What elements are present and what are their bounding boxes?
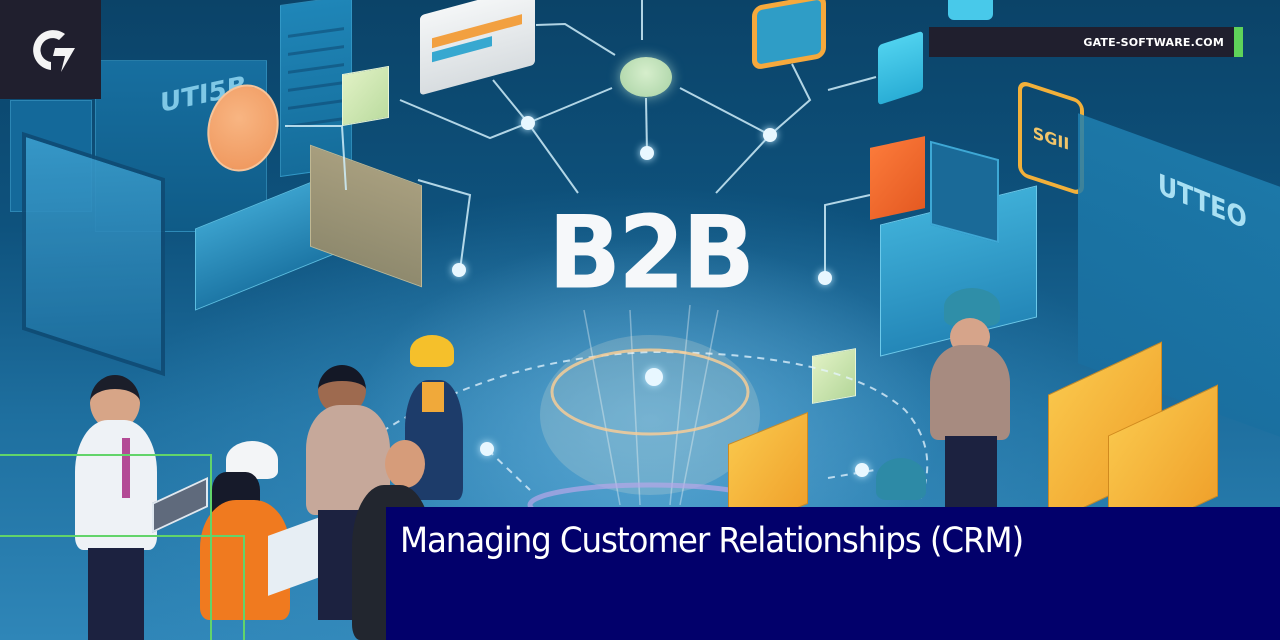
- gate-g-logo-icon: [32, 29, 75, 72]
- hub-disc-icon: [620, 57, 672, 97]
- network-node: [480, 442, 494, 456]
- helmet-yellow: [410, 335, 454, 367]
- person-pants: [945, 436, 997, 511]
- network-node: [452, 263, 466, 277]
- orange-server-box: [870, 136, 925, 220]
- cap-teal: [876, 458, 926, 500]
- outline-top-2: [0, 535, 245, 537]
- network-node: [818, 271, 832, 285]
- person-scarf: [422, 382, 444, 412]
- badge-glyph: SGII: [1032, 122, 1070, 154]
- page-title: Managing Customer Relationships (CRM): [400, 521, 1024, 561]
- outline-right-2: [243, 535, 245, 640]
- site-url-bar[interactable]: GATE-SOFTWARE.COM: [929, 27, 1234, 57]
- person-head: [385, 440, 425, 488]
- outline-top-1: [0, 454, 212, 456]
- network-node: [763, 128, 777, 142]
- network-node: [645, 368, 663, 386]
- outline-right-1: [210, 454, 212, 640]
- network-node: [521, 116, 535, 130]
- brand-logo[interactable]: [0, 0, 101, 99]
- url-accent-bar: [1234, 27, 1243, 57]
- person-cardigan: [930, 345, 1010, 440]
- b2b-headline: B2B: [548, 194, 755, 312]
- network-node: [855, 463, 869, 477]
- person-tie: [122, 438, 130, 498]
- cyan-cube-top: [948, 0, 993, 20]
- network-node: [640, 146, 654, 160]
- site-url-label: GATE-SOFTWARE.COM: [1083, 35, 1224, 49]
- person-pants: [88, 548, 144, 640]
- title-banner: Managing Customer Relationships (CRM): [386, 507, 1280, 640]
- person-shirt: [75, 420, 157, 550]
